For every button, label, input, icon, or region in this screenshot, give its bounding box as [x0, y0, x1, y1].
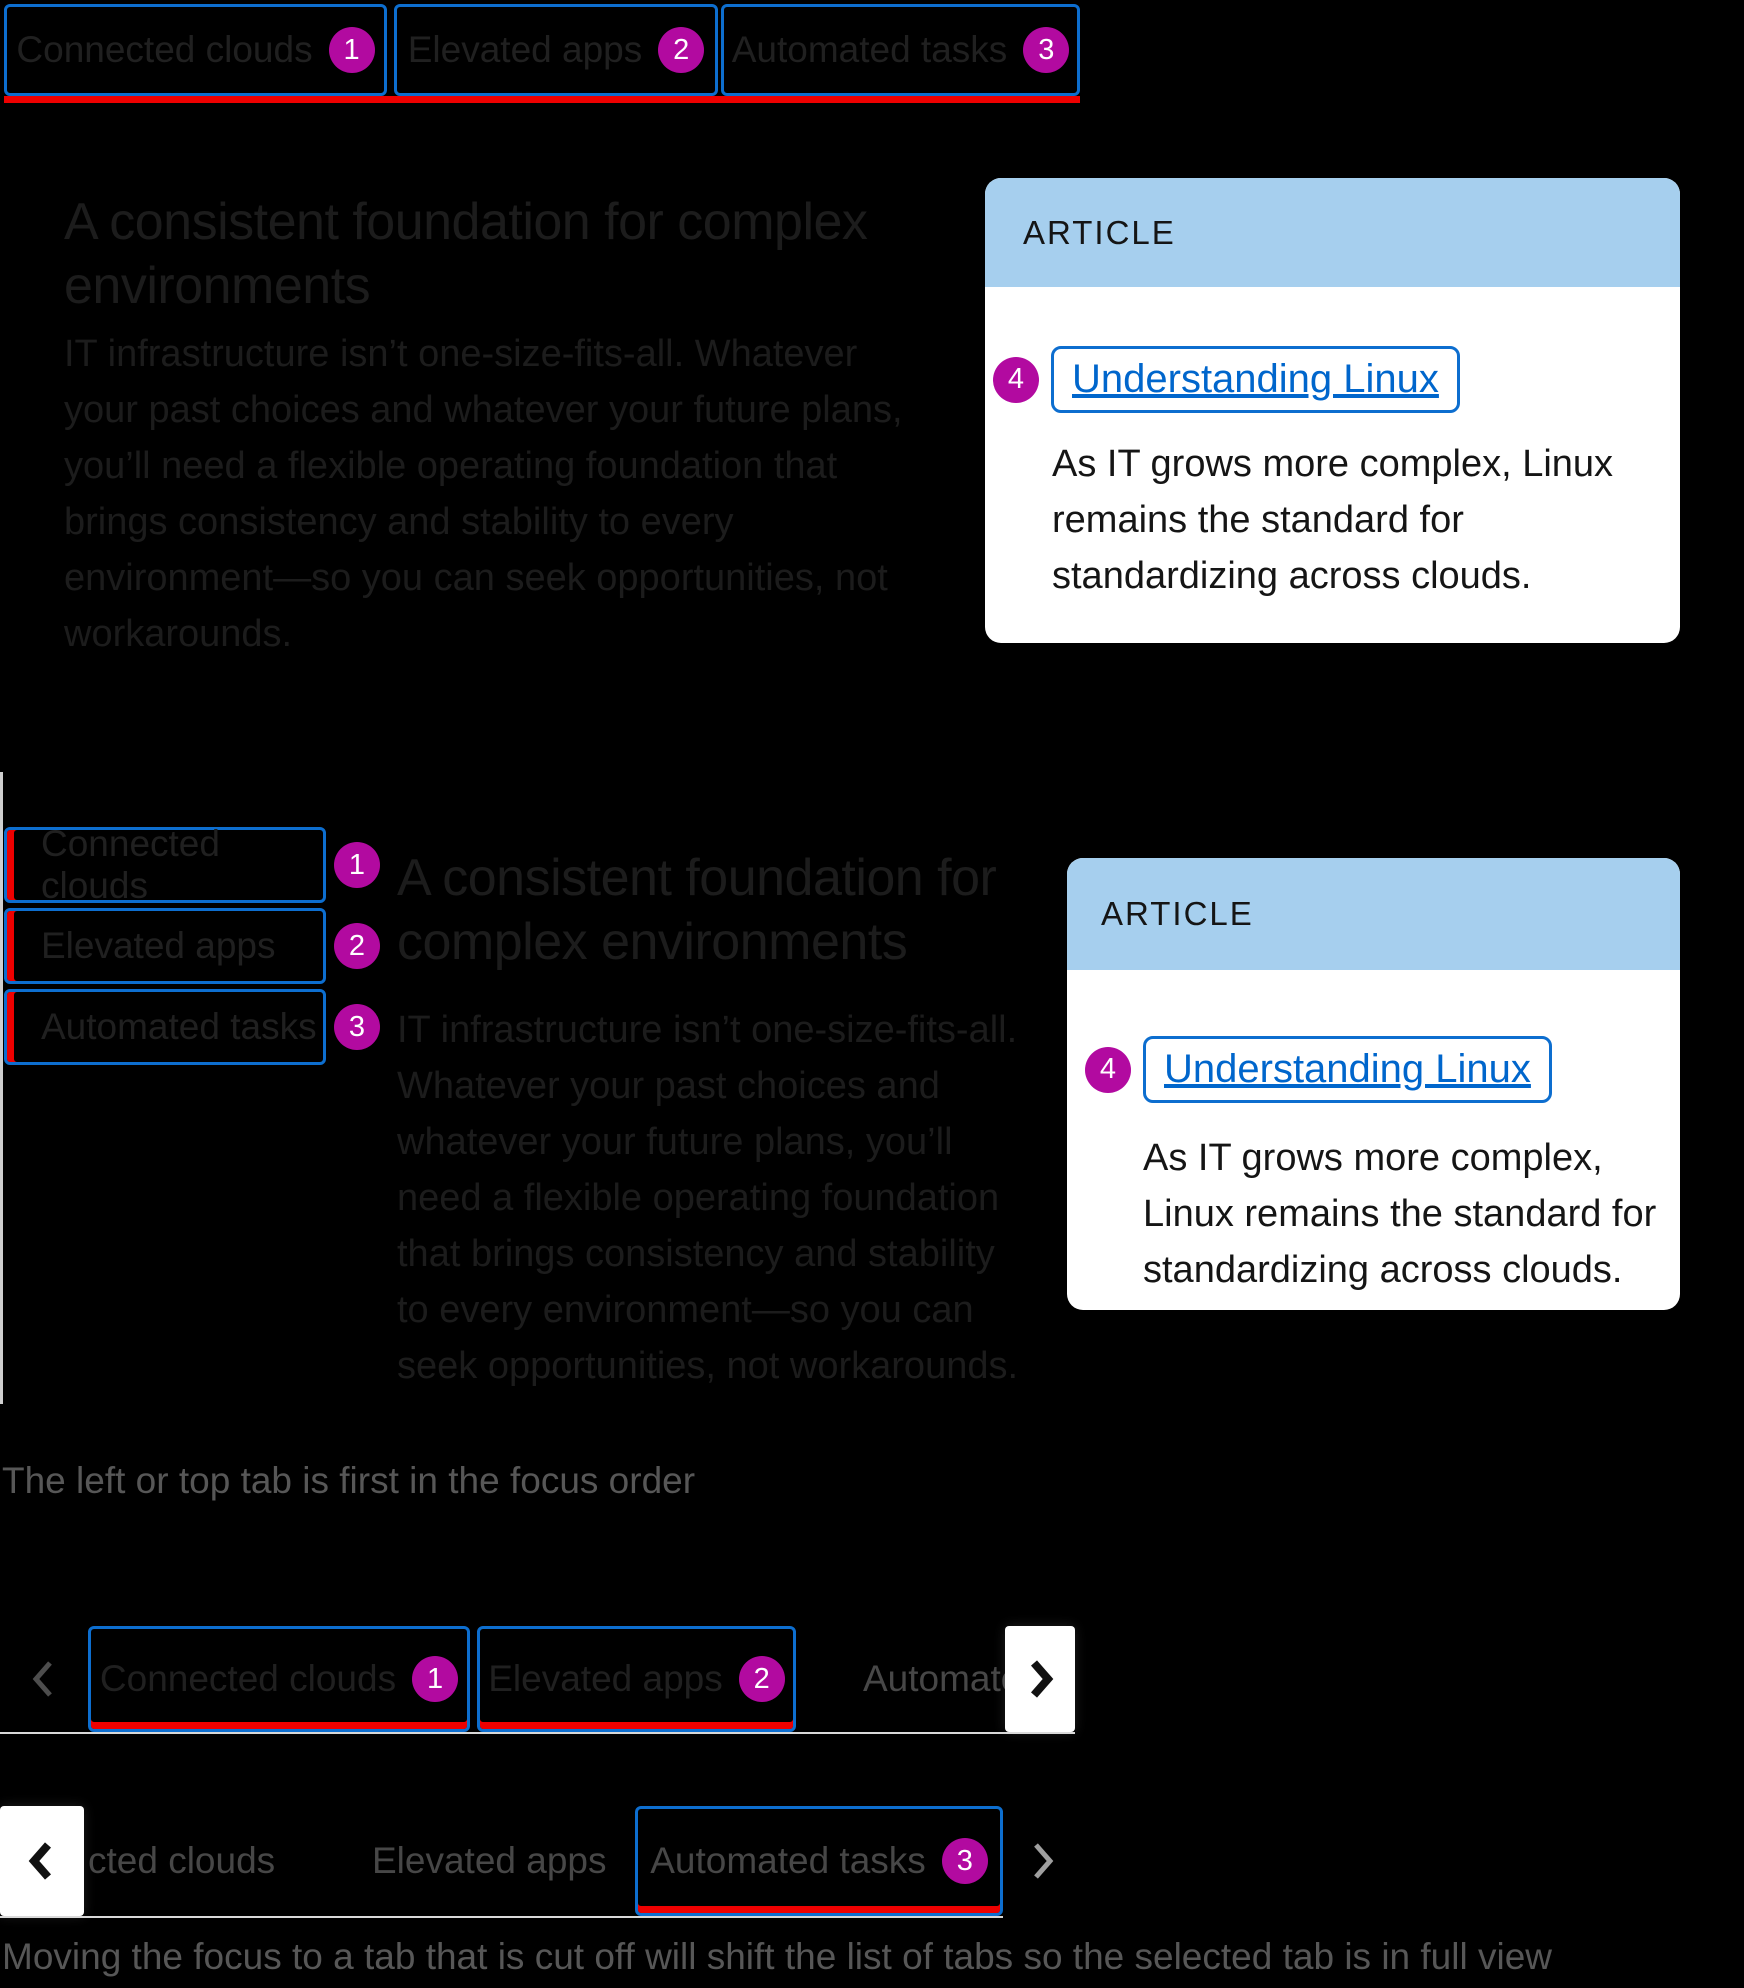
article-body-line: As IT grows more complex, Linux	[1052, 443, 1614, 485]
chevron-right-icon	[1034, 1843, 1054, 1879]
page-heading: A consistent foundation for complex envi…	[397, 846, 997, 974]
article-card-header: ARTICLE	[985, 178, 1680, 287]
article-card-header-label: ARTICLE	[1101, 895, 1254, 932]
tab-label: Elevated apps	[488, 1658, 723, 1699]
article-body-line: remains the standard for	[1052, 499, 1464, 541]
intro-paragraph: IT infrastructure isn’t one-size-fits-al…	[397, 1002, 1018, 1394]
paragraph-line: IT infrastructure isn’t one-size-fits-al…	[64, 333, 858, 375]
paragraph-line: that brings consistency and stability	[397, 1233, 995, 1275]
understanding-linux-link[interactable]: Understanding Linux	[1143, 1036, 1552, 1103]
understanding-linux-link[interactable]: Understanding Linux	[1051, 346, 1460, 413]
article-body-line: standardizing across clouds.	[1052, 555, 1532, 597]
page-heading: A consistent foundation for complex envi…	[64, 190, 868, 318]
chevron-right-icon	[1030, 1660, 1054, 1698]
tab-elevated-apps[interactable]: Elevated apps 2	[394, 4, 718, 96]
scroll-right-button[interactable]	[1005, 1626, 1075, 1732]
paragraph-line: to every environment—so you can	[397, 1289, 974, 1331]
tab-automated-tasks[interactable]: Automated tasks 3	[721, 4, 1080, 96]
vertical-tab-connected-clouds[interactable]: Connected clouds	[4, 823, 326, 906]
paragraph-line: seek opportunities, not workarounds.	[397, 1345, 1019, 1387]
focus-order-badge: 1	[328, 27, 375, 73]
scroll-left-button[interactable]	[0, 1806, 84, 1916]
tab-label: Elevated apps	[407, 29, 643, 70]
tab-elevated-apps[interactable]: Elevated apps	[372, 1806, 607, 1916]
article-body: As IT grows more complex, Linux remains …	[1143, 1130, 1656, 1298]
chevron-left-icon	[32, 1661, 52, 1697]
focus-order-badge: 2	[334, 923, 380, 969]
focus-order-badge: 1	[412, 1656, 459, 1702]
article-card-header-label: ARTICLE	[1023, 213, 1176, 251]
tab-automated-tasks-cut[interactable]: Automate	[863, 1626, 1021, 1732]
vertical-tab-elevated-apps[interactable]: Elevated apps	[4, 908, 326, 984]
article-body: As IT grows more complex, Linux remains …	[1052, 436, 1613, 604]
focus-order-badge: 3	[941, 1838, 988, 1884]
paragraph-line: IT infrastructure isn’t one-size-fits-al…	[397, 1009, 1018, 1051]
active-tab-underline	[4, 96, 1080, 103]
focus-order-badge: 1	[334, 842, 380, 888]
article-card: ARTICLE 4 Understanding Linux As IT grow…	[1067, 858, 1680, 1310]
paragraph-line: brings consistency and stability to ever…	[64, 501, 734, 543]
intro-paragraph: IT infrastructure isn’t one-size-fits-al…	[64, 326, 903, 662]
tab-connected-clouds-cut[interactable]: cted clouds	[88, 1806, 275, 1916]
chevron-left-icon	[28, 1842, 52, 1880]
article-body-line: As IT grows more complex,	[1143, 1137, 1603, 1179]
paragraph-line: Whatever your past choices and	[397, 1065, 940, 1107]
focus-order-badge: 3	[1023, 27, 1070, 73]
focus-order-badge: 4	[993, 356, 1039, 403]
tab-label: Automate	[863, 1658, 1022, 1699]
focus-order-badge: 4	[1085, 1046, 1131, 1093]
article-link-row: 4 Understanding Linux	[993, 346, 1460, 413]
overflow-tab-bar	[0, 1806, 1003, 1918]
focus-order-badge: 2	[658, 27, 705, 73]
tab-connected-clouds[interactable]: Connected clouds 1	[88, 1626, 470, 1732]
article-card: ARTICLE 4 Understanding Linux As IT grow…	[985, 178, 1680, 643]
heading-line: environments	[64, 257, 371, 315]
tab-label: Automated tasks	[41, 1006, 317, 1047]
tab-label: Connected clouds	[99, 1658, 397, 1699]
overflow-tab-bar	[0, 1626, 1075, 1734]
scroll-right-button-disabled	[1012, 1806, 1072, 1916]
tab-label: Connected clouds	[41, 823, 220, 906]
heading-line: A consistent foundation for complex	[64, 193, 868, 251]
tab-label: cted clouds	[88, 1840, 276, 1881]
paragraph-line: your past choices and whatever your futu…	[64, 389, 903, 431]
tab-elevated-apps[interactable]: Elevated apps 2	[477, 1626, 796, 1732]
example-left-divider	[0, 772, 3, 1404]
example-caption: The left or top tab is first in the focu…	[2, 1460, 696, 1501]
article-body-line: Linux remains the standard for	[1143, 1193, 1657, 1235]
tab-label: Elevated apps	[41, 925, 276, 966]
tab-label: Automated tasks	[731, 29, 1008, 70]
paragraph-line: need a flexible operating foundation	[397, 1177, 1000, 1219]
article-link-row: 4 Understanding Linux	[1085, 1036, 1552, 1103]
heading-line: A consistent foundation for	[397, 849, 997, 907]
focus-order-badge: 2	[738, 1656, 785, 1702]
article-card-header: ARTICLE	[1067, 858, 1680, 970]
tab-label: Elevated apps	[372, 1840, 607, 1881]
scroll-left-button-disabled	[0, 1626, 85, 1732]
paragraph-line: workarounds.	[64, 613, 293, 655]
focus-order-badge: 3	[334, 1004, 380, 1050]
vertical-tab-automated-tasks[interactable]: Automated tasks	[4, 989, 326, 1065]
article-body-line: standardizing across clouds.	[1143, 1249, 1623, 1291]
paragraph-line: environment—so you can seek opportunitie…	[64, 557, 888, 599]
heading-line: complex environments	[397, 913, 908, 971]
tab-label: Connected clouds	[16, 29, 313, 70]
tab-connected-clouds[interactable]: Connected clouds 1	[4, 4, 387, 96]
tab-label: Automated tasks	[650, 1840, 926, 1881]
example-caption: Moving the focus to a tab that is cut of…	[2, 1936, 1552, 1977]
tab-automated-tasks[interactable]: Automated tasks 3	[635, 1806, 1003, 1916]
paragraph-line: you’ll need a flexible operating foundat…	[64, 445, 838, 487]
paragraph-line: whatever your future plans, you’ll	[397, 1121, 953, 1163]
